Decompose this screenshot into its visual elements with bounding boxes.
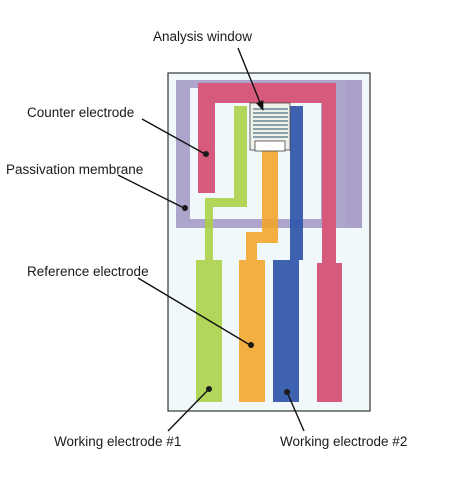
label-counter-electrode: Counter electrode: [27, 105, 135, 120]
label-working-electrode-2: Working electrode #2: [280, 434, 408, 449]
dot-working-electrode-1: [206, 386, 212, 392]
analysis-window-contact: [254, 140, 286, 152]
dot-counter-electrode: [203, 151, 209, 157]
leader-reference-electrode: [137, 277, 251, 346]
counter-electrode-trace: [198, 83, 342, 402]
dot-reference-electrode: [248, 342, 254, 348]
leader-working-electrode-1: [167, 388, 210, 432]
working-electrode-1-trace: [196, 106, 247, 402]
label-working-electrode-1: Working electrode #1: [54, 434, 182, 449]
reference-electrode-trace: [239, 150, 278, 402]
leader-passivation-membrane: [117, 174, 185, 209]
label-passivation-membrane: Passivation membrane: [6, 162, 144, 177]
working-electrode-2-trace: [273, 106, 303, 402]
passivation-right-arm: [345, 80, 362, 228]
leader-analysis-window: [237, 47, 264, 111]
label-reference-electrode: Reference electrode: [27, 264, 149, 279]
label-analysis-window: Analysis window: [153, 29, 253, 44]
leader-working-electrode-2: [286, 391, 305, 432]
dot-passivation-membrane: [182, 205, 188, 211]
leader-counter-electrode: [141, 118, 206, 155]
dot-working-electrode-2: [284, 389, 290, 395]
